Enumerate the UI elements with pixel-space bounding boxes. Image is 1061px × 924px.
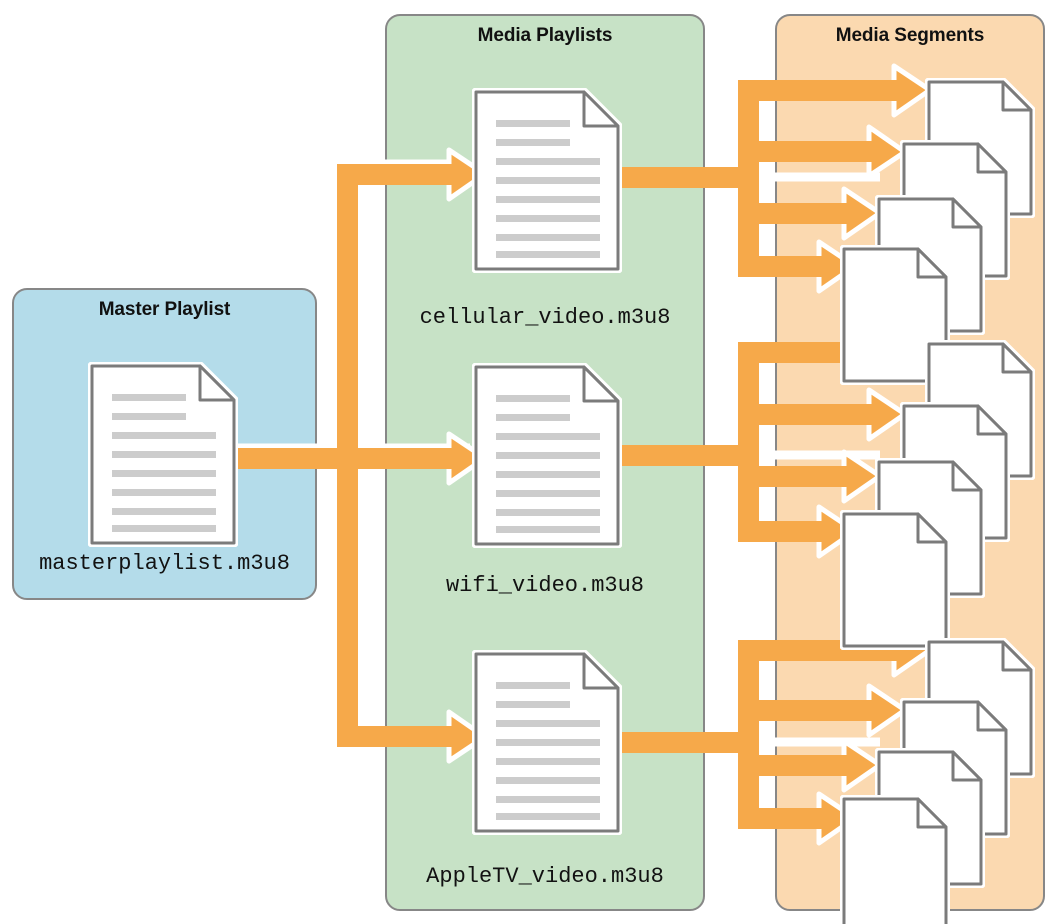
file-label-cellular-video: cellular_video.m3u8 xyxy=(419,305,671,330)
panel-title-master-playlist: Master Playlist xyxy=(98,299,231,320)
master-playlist-document xyxy=(92,366,234,543)
connector-master-to-playlists xyxy=(230,147,488,764)
playlist-document-appletv xyxy=(476,654,618,831)
playlist-document-cellular xyxy=(476,92,618,269)
connector-cellular-to-segments xyxy=(618,63,933,294)
panel-title-media-playlists: Media Playlists xyxy=(477,25,613,46)
file-label-appletv-video: AppleTV_video.m3u8 xyxy=(426,864,664,889)
segment-document xyxy=(844,799,946,924)
playlist-document-wifi xyxy=(476,367,618,544)
file-label-wifi-video: wifi_video.m3u8 xyxy=(445,573,645,598)
panel-title-media-segments: Media Segments xyxy=(835,25,985,46)
segment-document xyxy=(844,514,946,646)
file-label-masterplaylist: masterplaylist.m3u8 xyxy=(39,551,290,576)
